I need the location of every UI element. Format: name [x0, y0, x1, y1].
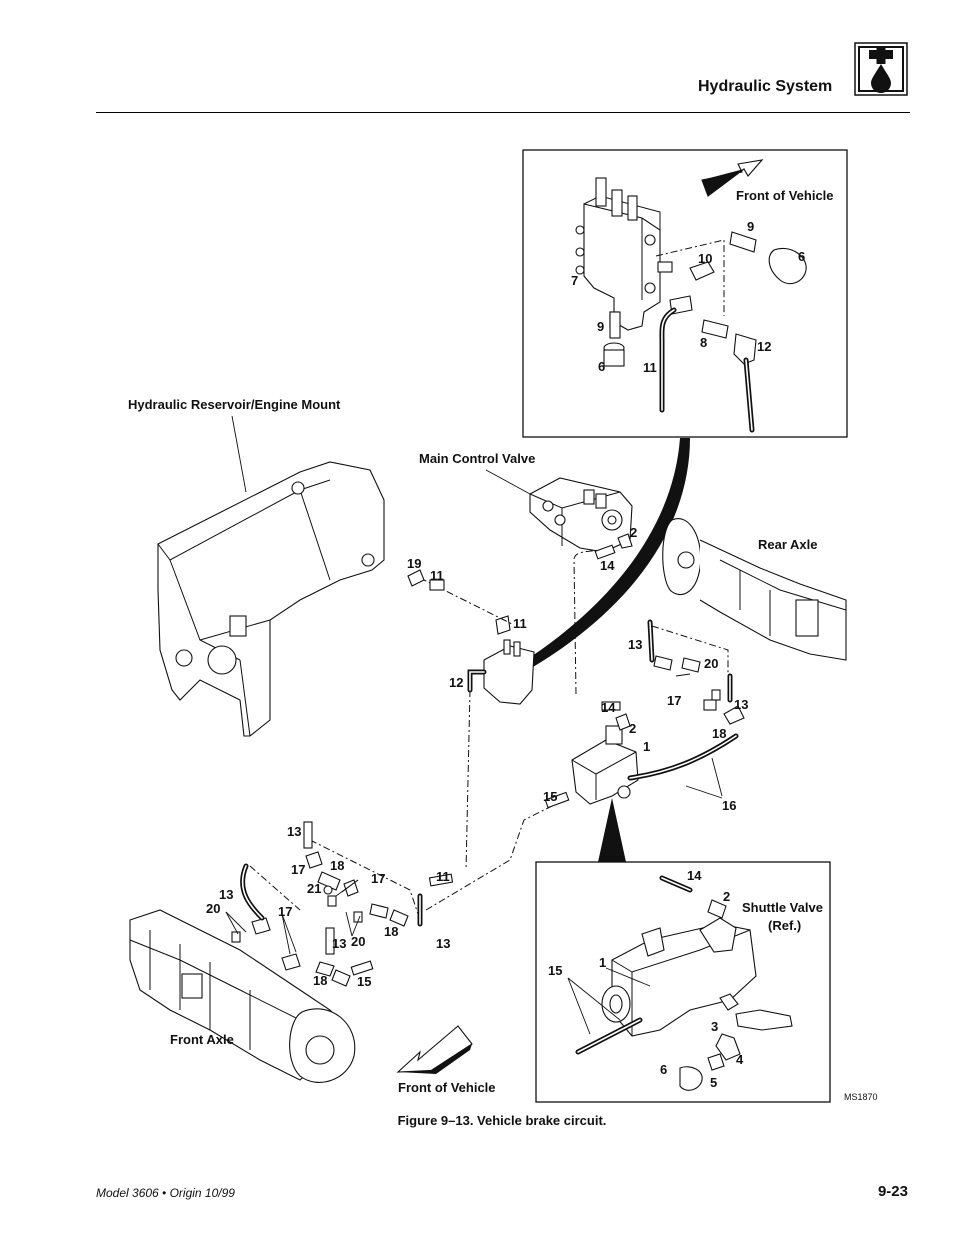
- inset-cap-6: [768, 248, 807, 285]
- label-shuttle-valve: Shuttle Valve: [742, 900, 823, 915]
- inset-valve-block: [575, 177, 673, 331]
- brake-manifold-12: [483, 615, 535, 705]
- callout: 21: [307, 881, 321, 896]
- callout: 11: [643, 360, 657, 375]
- callout: 14: [600, 558, 615, 573]
- callout: 3: [711, 1019, 718, 1034]
- callout: 18: [313, 973, 327, 988]
- fittings: [231, 533, 745, 987]
- callout: 5: [710, 1075, 717, 1090]
- callout: 17: [291, 862, 305, 877]
- front-axle: [129, 909, 356, 1083]
- callout: 20: [351, 934, 365, 949]
- header-rule: [96, 112, 910, 113]
- callout: 18: [330, 858, 344, 873]
- label-front-vehicle-bottom: Front of Vehicle: [398, 1080, 496, 1095]
- callout: 14: [601, 700, 616, 715]
- shuttle-valve-small: [571, 725, 639, 805]
- callout: 17: [278, 904, 292, 919]
- callout: 2: [630, 525, 637, 540]
- callout: 15: [543, 789, 557, 804]
- callout: 2: [723, 889, 730, 904]
- label-front-vehicle-top: Front of Vehicle: [736, 188, 834, 203]
- callout: 10: [698, 251, 712, 266]
- callout: 6: [660, 1062, 667, 1077]
- figure-caption: Figure 9–13. Vehicle brake circuit.: [0, 1113, 954, 1128]
- callout: 11: [513, 616, 527, 631]
- callout: 13: [219, 887, 233, 902]
- callout: 4: [736, 1052, 744, 1067]
- inset-main-valve-detail: [522, 149, 848, 438]
- figure-caption-text: Figure 9–13. Vehicle brake circuit.: [397, 1113, 607, 1128]
- inset-shuttle-valve-detail: [535, 861, 831, 1103]
- footer-model: Model 3606 • Origin 10/99: [96, 1186, 235, 1200]
- label-shuttle-ref: (Ref.): [768, 918, 801, 933]
- label-rear-axle: Rear Axle: [758, 537, 818, 552]
- callout: 16: [722, 798, 736, 813]
- callout: 14: [687, 868, 702, 883]
- callout: 12: [449, 675, 463, 690]
- callout: 13: [287, 824, 301, 839]
- callout: 15: [357, 974, 371, 989]
- callout: 19: [407, 556, 421, 571]
- rear-axle: [662, 518, 847, 661]
- callout: 20: [704, 656, 718, 671]
- callout: 13: [734, 697, 748, 712]
- callout: 13: [628, 637, 642, 652]
- page-number: 9-23: [877, 1183, 908, 1200]
- label-front-axle: Front Axle: [170, 1032, 234, 1047]
- callout: 18: [712, 726, 726, 741]
- callout: 2: [629, 721, 636, 736]
- callout: 6: [598, 359, 605, 374]
- callout: 7: [571, 273, 578, 288]
- reservoir-engine-mount: [157, 461, 385, 737]
- callout: 6: [798, 249, 805, 264]
- label-main-valve: Main Control Valve: [419, 451, 535, 466]
- callout: 12: [757, 339, 771, 354]
- section-title: Hydraulic System: [698, 78, 833, 95]
- main-control-valve: [529, 477, 633, 553]
- callout: 18: [384, 924, 398, 939]
- front-arrow-bottom: [396, 1025, 473, 1073]
- callout: 8: [700, 335, 707, 350]
- callout: 9: [747, 219, 754, 234]
- callout: 11: [436, 869, 450, 884]
- callout: 9: [597, 319, 604, 334]
- hydraulic-drop-icon: [854, 42, 908, 96]
- callout: 1: [643, 739, 650, 754]
- inset-pointer-triangle: [598, 798, 626, 862]
- label-reservoir: Hydraulic Reservoir/Engine Mount: [128, 397, 341, 412]
- callout: 11: [430, 568, 444, 583]
- callout: 20: [206, 901, 220, 916]
- callout: 13: [332, 936, 346, 951]
- callout: 13: [436, 936, 450, 951]
- callout: 17: [371, 871, 385, 886]
- callout: 15: [548, 963, 562, 978]
- callout: 17: [667, 693, 681, 708]
- callout: 1: [599, 955, 606, 970]
- drawing-code: MS1870: [844, 1092, 878, 1102]
